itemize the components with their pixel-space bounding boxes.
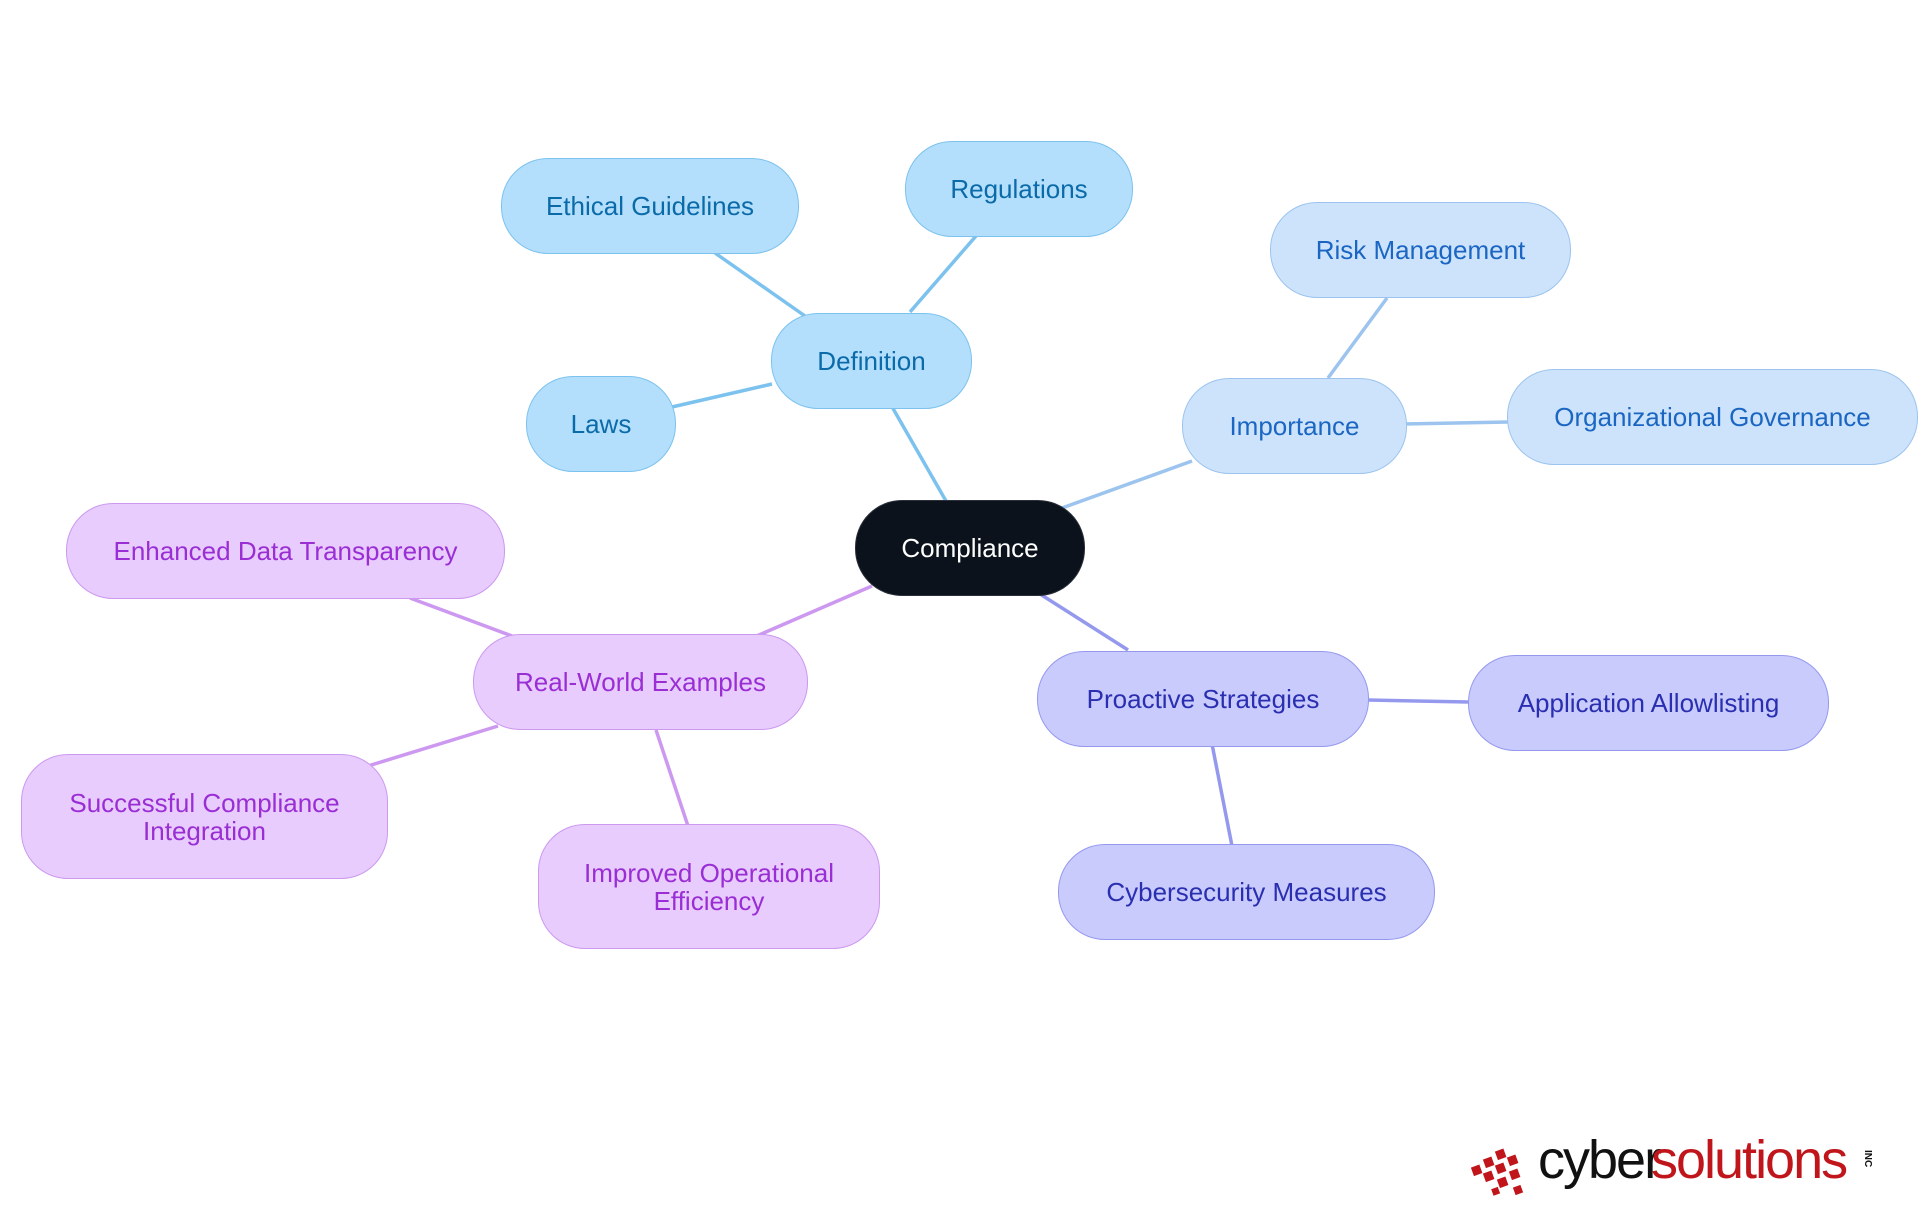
edge-proactive-strategies-application-allowlisting [1367,698,1469,704]
node-compliance[interactable]: Compliance [855,500,1085,596]
edge-compliance-real-world-examples [751,584,873,640]
edge-compliance-importance [1061,459,1193,510]
node-proactive-strategies[interactable]: Proactive Strategies [1037,651,1369,747]
edge-definition-laws [671,382,773,409]
node-definition[interactable]: Definition [771,313,972,409]
edge-definition-ethical-guidelines [713,251,807,318]
node-application-allowlisting[interactable]: Application Allowlisting [1468,655,1829,751]
node-cybersecurity-measures[interactable]: Cybersecurity Measures [1058,844,1435,940]
node-regulations[interactable]: Regulations [905,141,1133,237]
logo-inc-suffix: INC [1862,1150,1873,1168]
edge-compliance-proactive-strategies [1039,592,1129,652]
edge-importance-risk-management [1326,296,1389,380]
edge-proactive-strategies-cybersecurity-measures [1210,743,1234,847]
edge-real-world-examples-enhanced-data-transparency [409,596,513,638]
node-importance[interactable]: Importance [1182,378,1407,474]
logo-text-solutions: solutions [1651,1130,1848,1190]
node-organizational-governance[interactable]: Organizational Governance [1507,369,1918,465]
node-enhanced-data-transparency[interactable]: Enhanced Data Transparency [66,503,505,599]
node-ethical-guidelines[interactable]: Ethical Guidelines [501,158,799,254]
node-real-world-examples[interactable]: Real-World Examples [473,634,808,730]
edge-compliance-definition [889,404,948,502]
edge-definition-regulations [908,234,978,314]
node-risk-management[interactable]: Risk Management [1270,202,1571,298]
logo-mark-icon [1470,1148,1524,1196]
node-successful-compliance-integration[interactable]: Successful Compliance Integration [21,754,388,879]
cybersolutions-logo: cyber solutions INC [1470,1128,1880,1198]
edge-importance-organizational-governance [1403,420,1509,426]
edge-real-world-examples-improved-operational-efficiency [654,729,690,827]
node-laws[interactable]: Laws [526,376,676,472]
logo-text-cyber: cyber [1538,1130,1662,1190]
node-improved-operational-efficiency[interactable]: Improved Operational Efficiency [538,824,880,949]
edge-real-world-examples-successful-compliance-integration [367,724,499,768]
